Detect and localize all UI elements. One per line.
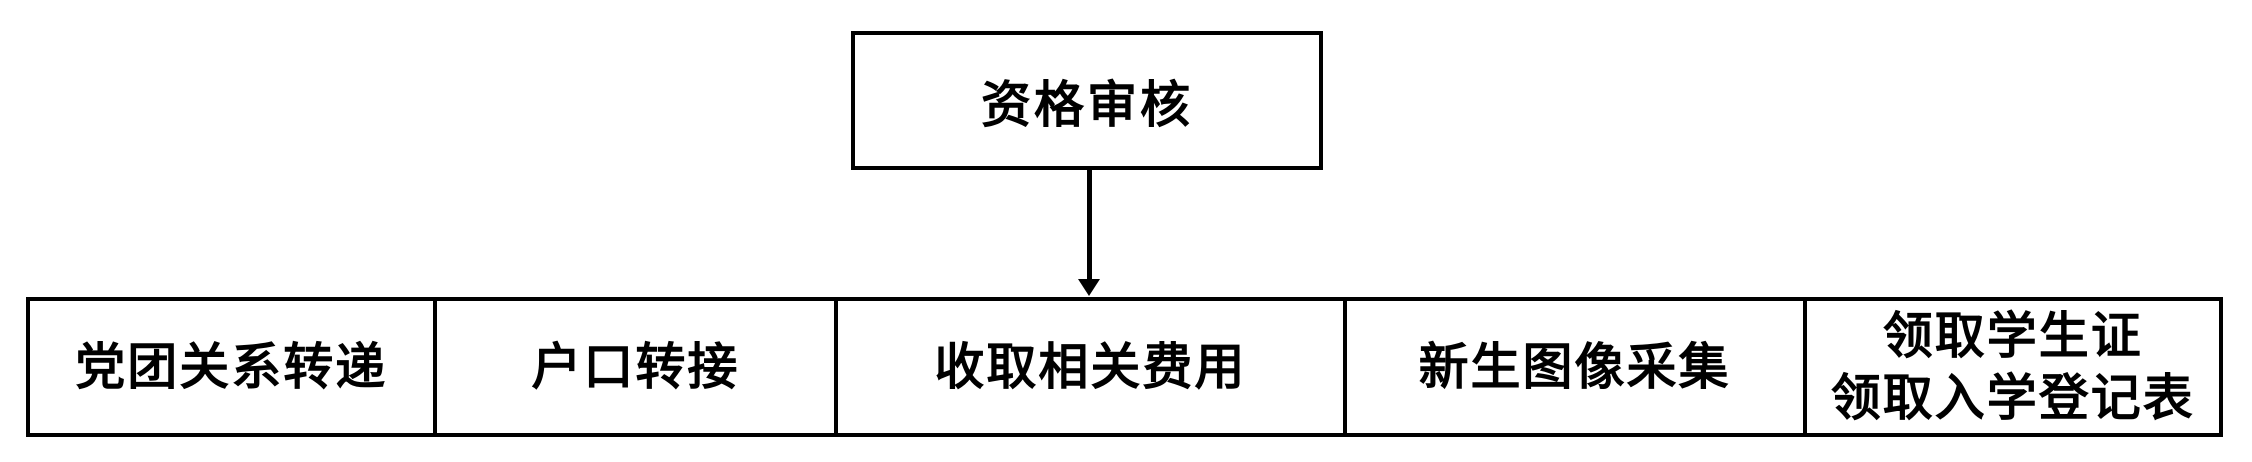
arrow-down-icon bbox=[1078, 279, 1100, 296]
flow-steps-row: 党团关系转递 户口转接 收取相关费用 新生图像采集 领取学生证 领取入学登记表 bbox=[26, 297, 2223, 437]
flow-node-qualification-review-label: 资格审核 bbox=[981, 76, 1193, 133]
flow-step-fee-collection-label: 收取相关费用 bbox=[934, 339, 1247, 395]
flow-step-new-student-photo-capture: 新生图像采集 bbox=[1342, 301, 1803, 433]
flow-step-collect-student-id-and-registration-form: 领取学生证 领取入学登记表 bbox=[1802, 301, 2219, 433]
arrow-down-stem bbox=[1087, 170, 1092, 282]
flow-step-party-league-relation-transfer: 党团关系转递 bbox=[30, 301, 433, 433]
flow-step-household-registration-transfer: 户口转接 bbox=[432, 301, 835, 433]
flow-step-household-registration-transfer-label: 户口转接 bbox=[531, 339, 740, 395]
flow-step-collect-student-id-label: 领取学生证 bbox=[1882, 308, 2143, 364]
flow-step-collect-registration-form-label: 领取入学登记表 bbox=[1830, 370, 2195, 426]
flow-step-party-league-relation-transfer-label: 党团关系转递 bbox=[75, 339, 388, 395]
flow-step-fee-collection: 收取相关费用 bbox=[834, 301, 1342, 433]
flow-node-qualification-review: 资格审核 bbox=[851, 31, 1323, 170]
flow-step-new-student-photo-capture-label: 新生图像采集 bbox=[1418, 339, 1731, 395]
